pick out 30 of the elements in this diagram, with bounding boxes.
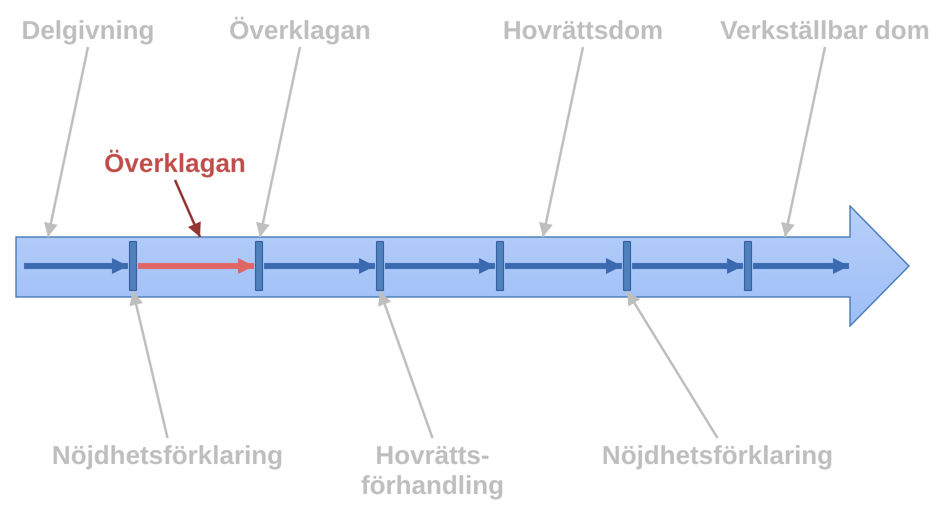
step-label: Nöjdhetsförklaring <box>585 440 850 470</box>
step-label: Nöjdhetsförklaring <box>35 440 300 470</box>
leader-line <box>781 46 826 238</box>
step-label: Överklagan <box>215 15 385 45</box>
leader-line <box>539 46 584 238</box>
leader-line <box>626 290 719 439</box>
milestone-bar <box>129 241 137 291</box>
leader-line <box>129 290 169 438</box>
leader-line <box>256 46 302 238</box>
milestone-bar <box>376 241 384 291</box>
milestone-bar <box>496 241 504 291</box>
arrow <box>138 258 254 274</box>
milestone-bar <box>623 241 631 291</box>
step-label: Hovrättsdom <box>493 15 673 45</box>
milestone-bar <box>744 241 752 291</box>
timeline-arrow <box>15 205 910 327</box>
step-label: Delgivning <box>18 15 158 45</box>
arrow <box>264 258 375 274</box>
leader-line <box>378 290 434 438</box>
arrow <box>505 258 622 274</box>
arrow <box>753 258 849 274</box>
arrow <box>385 258 495 274</box>
step-label: Verkställbar dom <box>705 15 943 45</box>
arrow <box>632 258 743 274</box>
step-label: Hovrätts- förhandling <box>350 440 515 500</box>
step-label: Överklagan <box>95 148 255 178</box>
leader-line <box>44 46 90 238</box>
milestone-bar <box>255 241 263 291</box>
leader-line <box>174 180 202 238</box>
arrow <box>24 258 128 274</box>
